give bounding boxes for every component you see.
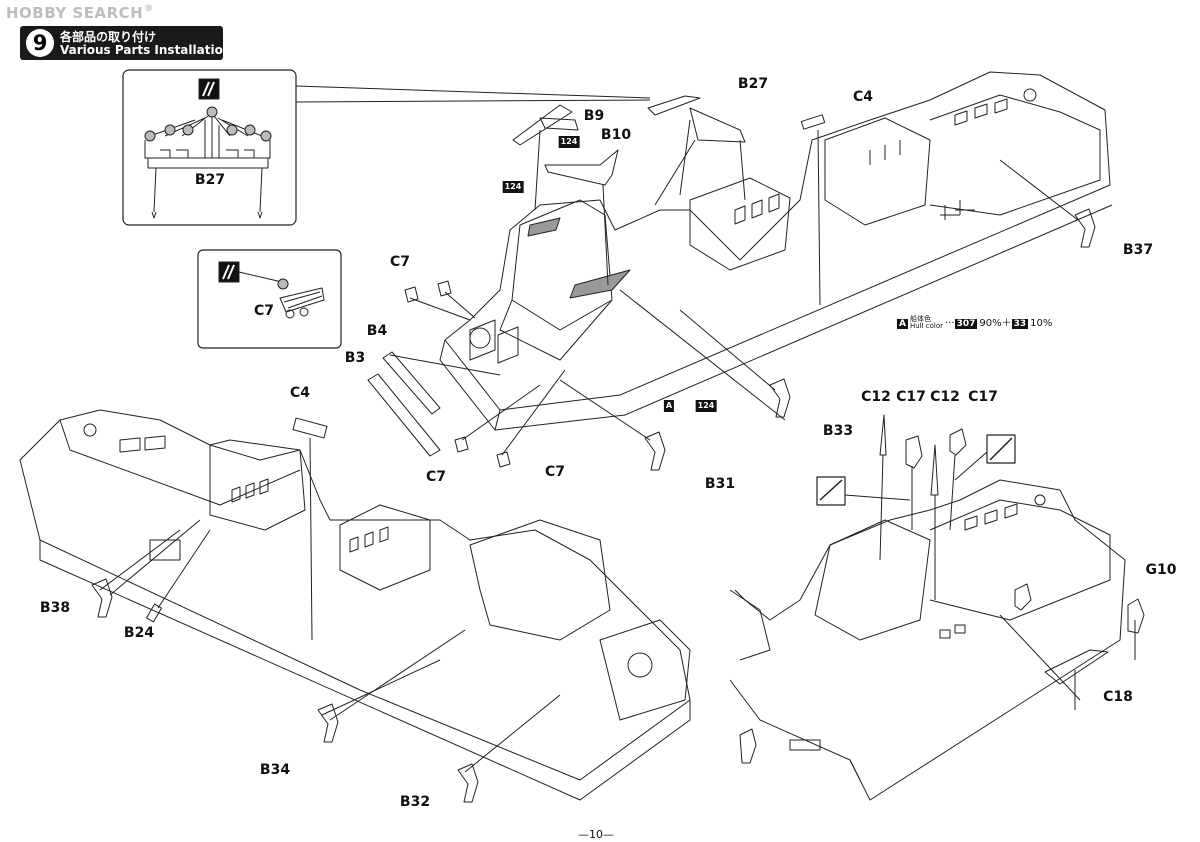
hull-color-label-en: Hull color [909,322,944,330]
hull-color-plus: ＋ [1001,318,1012,329]
step-header: 9 各部品の取り付け Various Parts Installation [20,26,231,60]
hull-color-pct-1: 90% [979,318,1002,329]
paint-badge-hull: A [663,400,675,412]
label-b27: B27 [737,76,769,92]
paint-badge-cab: 124 [502,181,524,193]
label-c4-left: C4 [289,385,311,401]
label-b37: B37 [1122,242,1154,258]
parts-left [91,417,561,803]
upper-hull [439,71,1113,431]
label-c7-a: C7 [389,254,411,270]
label-b3: B3 [344,350,366,366]
label-b34: B34 [259,762,291,778]
hull-color-code-2: 33 [1011,319,1029,329]
label-c18: C18 [1103,689,1133,705]
label-c12-a: C12 [861,389,891,405]
label-c7-b: C7 [425,469,447,485]
left-hull [19,409,691,801]
parts-right [739,414,1145,764]
right-hull [729,479,1126,801]
inset-c7 [197,249,342,349]
inset-b27 [122,69,651,226]
hull-color-letter: A [897,319,908,329]
label-b32: B32 [399,794,431,810]
paint-badge-deck: 124 [695,400,717,412]
parts-upper [367,95,1096,471]
label-b4: B4 [366,323,388,339]
label-c17-a: C17 [896,389,926,405]
step-number: 9 [26,29,54,57]
label-b24: B24 [123,625,155,641]
hull-color-pct-2: 10% [1030,318,1053,329]
label-b27-inset: B27 [194,172,226,188]
step-title-jp: 各部品の取り付け [60,30,157,44]
label-c7-inset: C7 [253,303,275,319]
label-b38: B38 [39,600,71,616]
step-title-en: Various Parts Installation [60,43,232,57]
hull-color-code-1: 307 [954,319,978,329]
watermark: HOBBY SEARCH® [6,4,154,22]
label-b10: B10 [600,127,632,143]
label-b33: B33 [822,423,854,439]
page-number: —10— [578,828,614,841]
label-c12-b: C12 [930,389,960,405]
hull-color-label-jp: 船体色 [909,315,931,323]
label-c7-c: C7 [544,464,566,480]
label-c4-top: C4 [852,89,874,105]
label-b9: B9 [583,108,605,124]
label-c17-b: C17 [968,389,998,405]
label-g10: G10 [1145,562,1177,578]
label-b31: B31 [704,476,736,492]
paint-badge-b9: 124 [558,136,580,148]
